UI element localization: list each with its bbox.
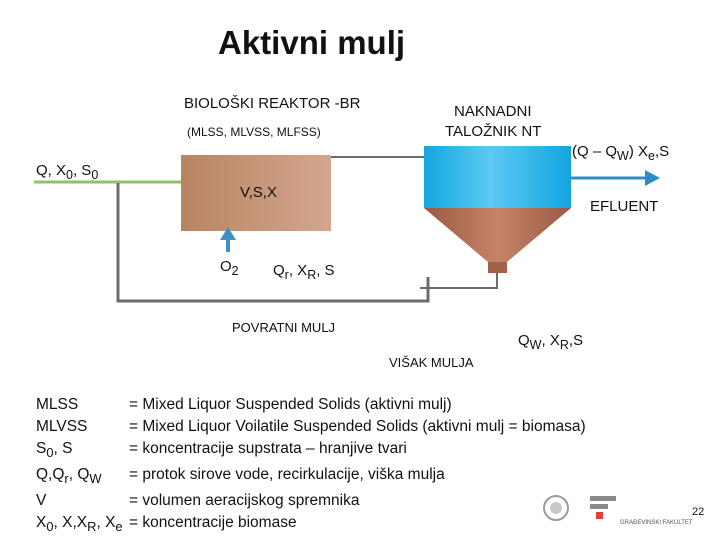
- faculty-logo-icon: [543, 495, 616, 521]
- legend-term: S0, S: [36, 440, 73, 461]
- slide-title: Aktivni mulj: [218, 24, 406, 61]
- return-sludge-label: POVRATNI MULJ: [232, 320, 336, 335]
- legend-row: Q,Qr, QW = protok sirove vode, recirkula…: [36, 464, 586, 490]
- secondary-clarifier: [424, 146, 571, 208]
- legend-definition: = Mixed Liquor Voilatile Suspended Solid…: [129, 418, 586, 435]
- hopper-outlet: [488, 262, 507, 273]
- effluent-label: EFLUENT: [590, 198, 659, 215]
- legend-row: MLVSS = Mixed Liquor Voilatile Suspended…: [36, 416, 586, 438]
- clarifier-label-line2: TALOŽNIK NT: [445, 123, 542, 140]
- legend-term: V: [36, 492, 47, 510]
- legend-term: Q,Qr, QW: [36, 466, 102, 487]
- recycle-stream-label: Qr, XR, S: [273, 262, 335, 282]
- legend-definition: = koncentracije biomase: [129, 514, 297, 532]
- effluent-formula-label: (Q – QW) Xe,S: [572, 143, 670, 163]
- oxygen-label: O2: [220, 258, 239, 278]
- effluent-arrow-icon: [645, 170, 660, 186]
- legend-row: V = volumen aeracijskog spremnika: [36, 490, 586, 512]
- reactor-label: BIOLOŠKI REAKTOR -BR: [184, 95, 361, 112]
- oxygen-arrow-icon: [220, 227, 236, 240]
- reactor-params-label: (MLSS, MLVSS, MLFSS): [187, 125, 321, 139]
- waste-sludge-label: VIŠAK MULJA: [389, 355, 474, 370]
- inflow-label: Q, X0, S0: [36, 162, 99, 182]
- legend-definition: = koncentracije supstrata – hranjive tva…: [129, 440, 407, 457]
- legend-definition: = volumen aeracijskog spremnika: [129, 492, 360, 510]
- page-number: 22: [692, 506, 705, 518]
- legend-term: X0, X,XR, Xe: [36, 514, 123, 535]
- legend-term: MLVSS: [36, 418, 88, 435]
- waste-stream-label: QW, XR,S: [518, 332, 584, 352]
- legend: MLSS = Mixed Liquor Suspended Solids (ak…: [36, 394, 586, 538]
- reactor-content-label: V,S,X: [240, 184, 277, 201]
- faculty-logo: GRAĐEVINSKI FAKULTET: [540, 492, 693, 533]
- clarifier-label-line1: NAKNADNI: [454, 103, 532, 120]
- legend-definition: = protok sirove vode, recirkulacije, viš…: [129, 466, 445, 484]
- legend-row: S0, S = koncentracije supstrata – hranji…: [36, 438, 586, 464]
- legend-row: X0, X,XR, Xe = koncentracije biomase: [36, 512, 586, 538]
- legend-definition: = Mixed Liquor Suspended Solids (aktivni…: [129, 396, 452, 413]
- logo-caption: GRAĐEVINSKI FAKULTET: [620, 520, 693, 526]
- biological-reactor: [181, 155, 331, 231]
- legend-row: MLSS = Mixed Liquor Suspended Solids (ak…: [36, 394, 586, 416]
- clarifier-hopper: [424, 208, 571, 262]
- legend-term: MLSS: [36, 396, 79, 413]
- waste-sludge-line: [420, 273, 498, 289]
